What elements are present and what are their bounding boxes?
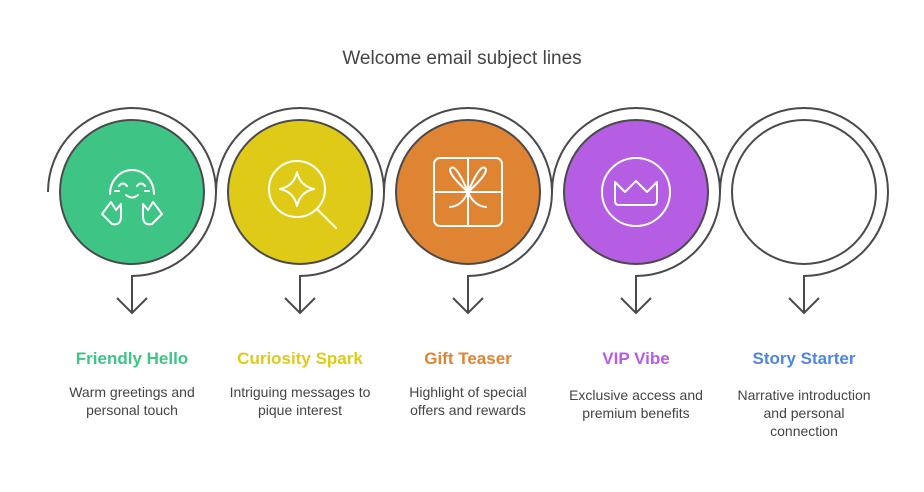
sparkle-search-icon xyxy=(268,160,337,229)
hug-face-icon xyxy=(101,169,163,226)
step-4 xyxy=(719,107,889,315)
step-title: Gift Teaser xyxy=(424,349,512,368)
step-2 xyxy=(383,107,553,315)
step-title: VIP Vibe xyxy=(602,349,670,368)
step-description: Exclusive access and premium benefits xyxy=(569,387,703,421)
step-description: Highlight of special offers and rewards xyxy=(409,384,527,418)
gift-icon xyxy=(433,157,503,227)
step-description: Narrative introduction and personal conn… xyxy=(737,387,871,439)
step-title: Story Starter xyxy=(752,349,856,368)
diagram-title: Welcome email subject lines xyxy=(342,48,582,69)
step-circle xyxy=(731,119,877,265)
step-0 xyxy=(47,107,217,315)
outer-arc xyxy=(383,107,553,315)
step-3 xyxy=(551,107,721,315)
outer-arc xyxy=(215,107,385,315)
step-title: Curiosity Spark xyxy=(237,349,363,368)
outer-arc xyxy=(47,107,217,315)
step-description: Warm greetings and personal touch xyxy=(69,384,195,418)
outer-arc xyxy=(551,107,721,315)
step-description: Intriguing messages to pique interest xyxy=(229,384,371,418)
step-title: Friendly Hello xyxy=(75,349,189,368)
outer-arc xyxy=(719,107,889,315)
step-circle xyxy=(227,119,373,265)
crown-icon xyxy=(601,157,671,227)
step-circle xyxy=(563,119,709,265)
step-1 xyxy=(215,107,385,315)
step-circle xyxy=(59,119,205,265)
